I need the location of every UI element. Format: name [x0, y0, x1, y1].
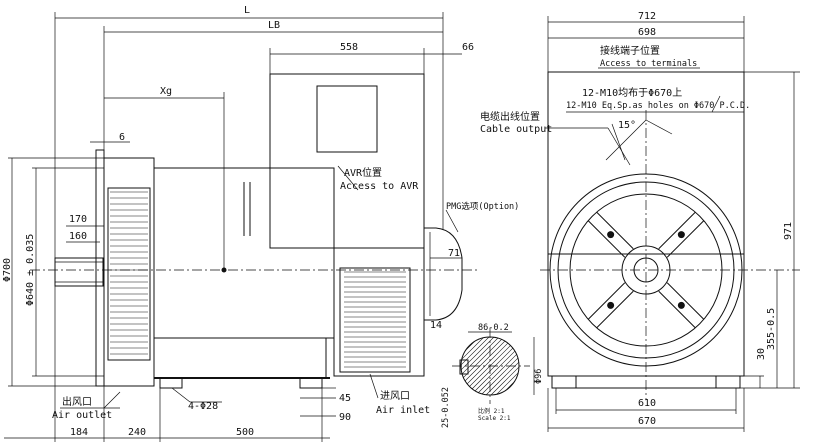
dim-66: 66 [462, 42, 474, 53]
label-avr-en: Access to AVR [340, 181, 419, 192]
label-air-outlet-en: Air outlet [52, 410, 112, 421]
label-cable-cn: 电缆出线位置 [480, 110, 540, 123]
shaft [54, 257, 104, 287]
terminal-box [269, 73, 425, 249]
dim-71: 71 [448, 248, 460, 259]
side-view: L LB 558 66 Xg 6 170 160 Φ700 Φ640 ± 0.0… [2, 5, 519, 442]
dim-610: 610 [638, 398, 656, 409]
label-avr-cn: AVR位置 [344, 166, 382, 179]
dim-698: 698 [638, 27, 656, 38]
label-holes-cn: 12-M10均布于Φ670上 [582, 87, 682, 99]
label-air-inlet-cn: 进风口 [380, 390, 410, 402]
fan-fins [110, 191, 148, 355]
dim-240: 240 [128, 427, 146, 438]
dim-184: 184 [70, 427, 88, 438]
avr-window [316, 85, 378, 153]
label-pmg: PMG选项(Option) [446, 201, 519, 212]
dim-14: 14 [430, 320, 442, 331]
label-air-inlet-en: Air inlet [376, 405, 430, 416]
dim-160: 160 [69, 231, 87, 242]
scale-en: Scale 2:1 [478, 415, 511, 422]
dim-Xg: Xg [160, 86, 172, 97]
label-air-outlet-cn: 出风口 [62, 395, 92, 408]
dim-86: 86-0.2 [478, 323, 509, 333]
dim-670: 670 [638, 416, 656, 427]
dim-45: 45 [339, 393, 351, 404]
dim-500: 500 [236, 427, 254, 438]
pmg-cover [423, 227, 463, 321]
dim-355: 355-0.5 [766, 308, 777, 350]
dim-6: 6 [119, 132, 125, 143]
dim-phi700: Φ700 [2, 258, 13, 282]
foot-base [153, 337, 327, 379]
front-base [551, 375, 741, 389]
dim-558: 558 [340, 42, 358, 53]
dim-971: 971 [783, 222, 794, 240]
label-cable-en: Cable output [480, 124, 552, 135]
dim-170: 170 [69, 214, 87, 225]
dim-712: 712 [638, 11, 656, 22]
rear-grille [344, 271, 406, 368]
dim-L: L [244, 5, 250, 16]
label-terminals-cn: 接线端子位置 [600, 44, 660, 57]
label-holes-en: 12-M10 Eq.Sp.as holes on Φ670 P.C.D. [566, 101, 750, 111]
dim-96: Φ96 [534, 369, 544, 384]
dim-15deg: 15° [618, 120, 636, 131]
dim-4phi28: 4-Φ28 [188, 401, 218, 412]
dim-25: 25-0.052 [441, 387, 451, 428]
scale-cn: 比例 2:1 [478, 407, 505, 415]
front-view: 15° 712 698 接线端子位置 Access to terminals 1… [480, 11, 800, 432]
front-spokes [587, 211, 705, 329]
dim-30: 30 [756, 348, 767, 360]
dim-phi640: Φ640 ± 0.035 [25, 234, 36, 306]
dim-LB: LB [268, 20, 280, 31]
dim-90: 90 [339, 412, 351, 423]
label-terminals-en: Access to terminals [600, 59, 697, 69]
